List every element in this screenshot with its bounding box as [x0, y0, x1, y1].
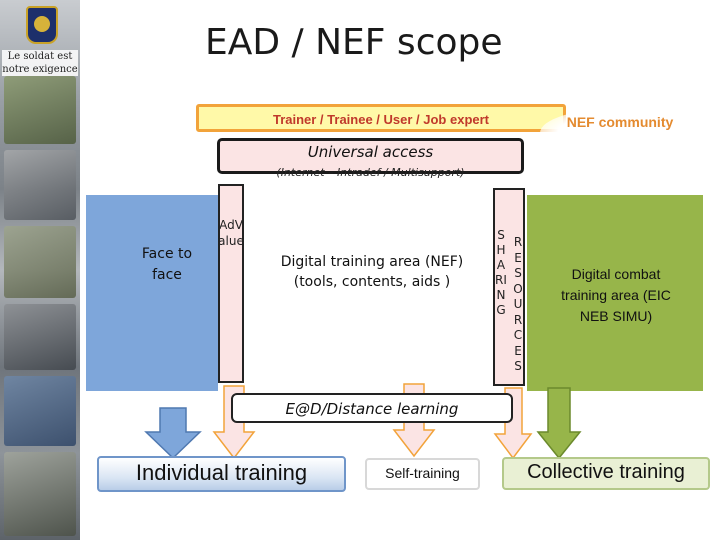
distance-learning-label: E@D/Distance learning: [285, 400, 459, 418]
soldier-photo: [4, 226, 76, 298]
motto-text: Le soldat est notre exigence: [2, 50, 78, 76]
distance-learning-box: [231, 393, 513, 423]
collective-training-box: [502, 457, 710, 490]
trainer-bar-label: Trainer / Trainee / User / Job expert: [272, 112, 490, 127]
sharing-label: SHARING: [495, 228, 507, 317]
collective-training-label: Collective training: [527, 461, 685, 483]
digital-training-label: Digital training area (NEF) (tools, cont…: [280, 254, 464, 290]
nef-community-badge: [540, 108, 700, 158]
face-to-face-area: [86, 195, 218, 391]
army-crest-icon: [26, 6, 58, 44]
soldier-photo: [4, 452, 76, 536]
soldier-photo: [4, 76, 76, 144]
sharing-resources-box: [493, 188, 525, 386]
digital-combat-label: Digital combat training area (EIC NEB SI…: [561, 266, 671, 324]
photo-strip: [0, 0, 80, 540]
nef-community-label: NEF community: [566, 114, 674, 130]
page-title: EAD / NEF scope: [205, 22, 503, 63]
self-training-label: Self-training: [385, 465, 460, 481]
arrow-down-green: [536, 387, 582, 460]
resources-label: RESOURCES: [513, 235, 523, 373]
arrow-down-blue: [144, 407, 202, 460]
soldier-photo: [4, 150, 76, 220]
trainer-bar: [196, 104, 566, 132]
combat-training-area: [527, 195, 703, 391]
self-training-box: [365, 458, 480, 490]
face-to-face-label: Face to face: [141, 246, 193, 283]
arrow-down-orange: [493, 387, 533, 460]
advalue-label: AdValue: [218, 218, 244, 248]
universal-access-label: Universal access: [307, 143, 434, 161]
digital-training-area: [218, 185, 527, 383]
individual-training-box: [97, 456, 346, 492]
advalue-box: [218, 184, 244, 383]
universal-access-box: [217, 138, 524, 174]
individual-training-label: Individual training: [135, 460, 308, 485]
universal-access-sublabel: (Internet – Intradef / Multisupport): [276, 166, 465, 178]
soldier-photo: [4, 376, 76, 446]
soldier-photo: [4, 304, 76, 370]
